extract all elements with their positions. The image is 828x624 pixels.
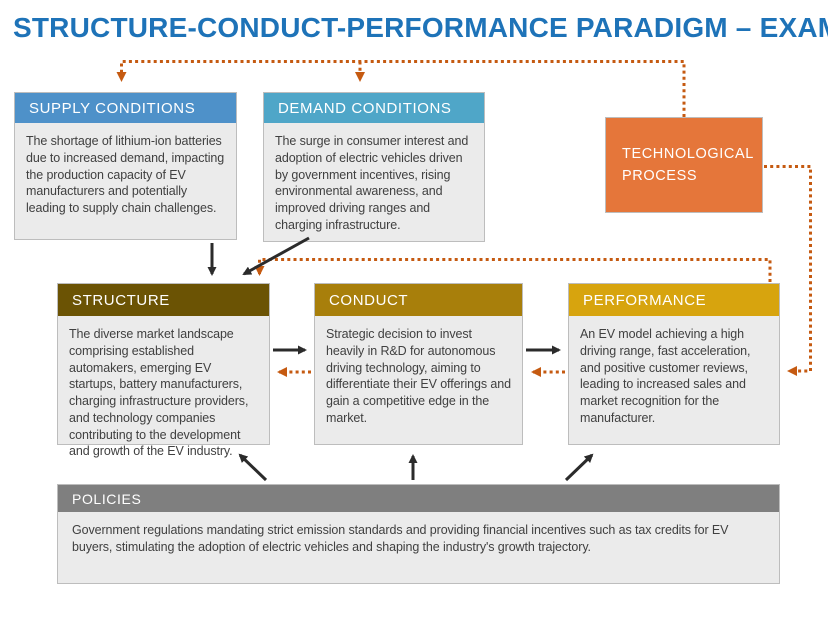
conduct-body: Strategic decision to invest heavily in …	[326, 327, 511, 425]
policies-box: POLICIES Government regulations mandatin…	[57, 484, 780, 584]
conduct-header: CONDUCT	[315, 284, 522, 316]
demand-conditions-header: DEMAND CONDITIONS	[264, 93, 484, 123]
supply-conditions-box: SUPPLY CONDITIONS The shortage of lithiu…	[14, 92, 237, 240]
policies-body: Government regulations mandating strict …	[72, 523, 729, 554]
performance-box: PERFORMANCE An EV model achieving a high…	[568, 283, 780, 445]
performance-body: An EV model achieving a high driving ran…	[580, 327, 751, 425]
demand-conditions-box: DEMAND CONDITIONS The surge in consumer …	[263, 92, 485, 242]
conduct-box: CONDUCT Strategic decision to invest hea…	[314, 283, 523, 445]
performance-header: PERFORMANCE	[569, 284, 779, 316]
policies-header: POLICIES	[58, 485, 779, 512]
structure-box: STRUCTURE The diverse market landscape c…	[57, 283, 270, 458]
supply-conditions-header: SUPPLY CONDITIONS	[15, 93, 236, 123]
page-title: STRUCTURE-CONDUCT-PERFORMANCE PARADIGM –…	[13, 12, 828, 43]
supply-conditions-body: The shortage of lithium-ion batteries du…	[26, 134, 225, 215]
structure-body: The diverse market landscape comprising …	[69, 327, 249, 459]
structure-header: STRUCTURE	[58, 284, 269, 316]
demand-conditions-body: The surge in consumer interest and adopt…	[275, 134, 469, 232]
tech-to-structure-dotted-arrow	[254, 258, 772, 282]
technological-process-label: TECHNOLOGICAL PROCESS	[622, 145, 754, 184]
technological-process-box: TECHNOLOGICAL PROCESS	[605, 117, 763, 213]
policies-to-performance-arrow	[564, 453, 594, 482]
